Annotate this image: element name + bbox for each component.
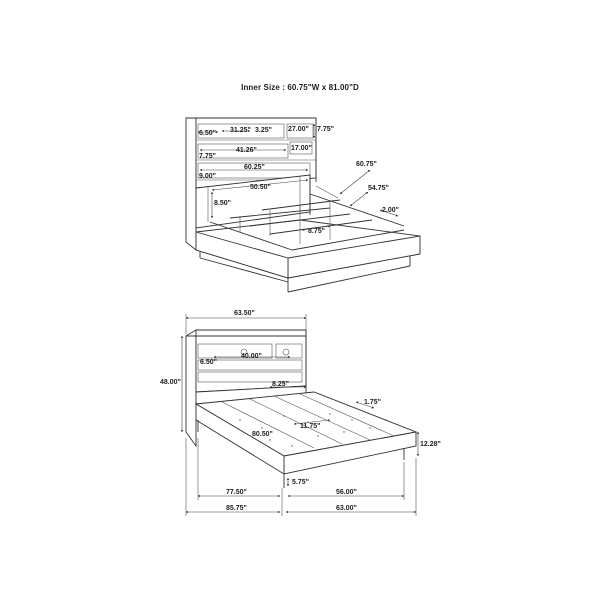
dim-77-50: 77.50": [226, 489, 247, 496]
dim-5-75: 5.75": [292, 479, 309, 486]
assembled-dimensions: 63.50" 48.00" 6.50" 40.00" 8.25" 1.75" 1…: [160, 310, 441, 516]
assembled-mattress: [194, 391, 418, 488]
dim-6-50: 6.50": [199, 130, 216, 137]
dim-6-50-b: 6.50": [200, 359, 217, 366]
dim-56-00: 56.00": [336, 489, 357, 496]
assembled-headboard: [185, 329, 307, 448]
dim-3-25: 3.25": [255, 127, 272, 134]
dim-1-75: 1.75": [364, 399, 381, 406]
dim-50-50: 50.50": [250, 184, 271, 191]
inner-size-caption: Inner Size : 60.75"W x 81.00"D: [241, 83, 359, 92]
dim-60-25: 60.25": [244, 164, 265, 171]
dim-54-75: 54.75": [368, 185, 389, 192]
dim-40-00: 40.00": [241, 353, 262, 360]
assembled-view: 63.50" 48.00" 6.50" 40.00" 8.25" 1.75" 1…: [160, 310, 441, 516]
dim-31-25: 31.25": [230, 127, 251, 134]
dim-8-75: 8.75": [308, 228, 325, 235]
dim-8-25: 8.25": [272, 381, 289, 388]
dim-17-00: 17.00": [291, 145, 312, 152]
dim-60-75: 60.75": [356, 161, 377, 168]
frame-dimensions: 6.50" 31.25" 3.25" 27.00" 7.75" 17.00" 4…: [197, 123, 399, 235]
dim-63-50: 63.50": [234, 310, 255, 317]
dim-7-75-left: 7.75": [199, 153, 216, 160]
dim-9-00: 9.00": [199, 173, 216, 180]
dim-80-50: 80.50": [252, 431, 273, 438]
dim-27-00: 27.00": [288, 126, 309, 133]
dim-63-00: 63.00": [336, 505, 357, 512]
dim-7-75-right: 7.75": [317, 126, 334, 133]
frame-view: 6.50" 31.25" 3.25" 27.00" 7.75" 17.00" 4…: [185, 117, 421, 293]
dim-2-00: 2.00": [382, 207, 399, 214]
dim-8-50: 8.50": [214, 200, 231, 207]
slat-grid: [209, 185, 405, 251]
dim-12-28: 12.28": [420, 441, 441, 448]
dim-11-75: 11.75": [300, 423, 320, 430]
dim-48-00: 48.00": [160, 379, 181, 386]
dim-41-26: 41.26": [236, 147, 257, 154]
dim-85-75: 85.75": [226, 505, 247, 512]
